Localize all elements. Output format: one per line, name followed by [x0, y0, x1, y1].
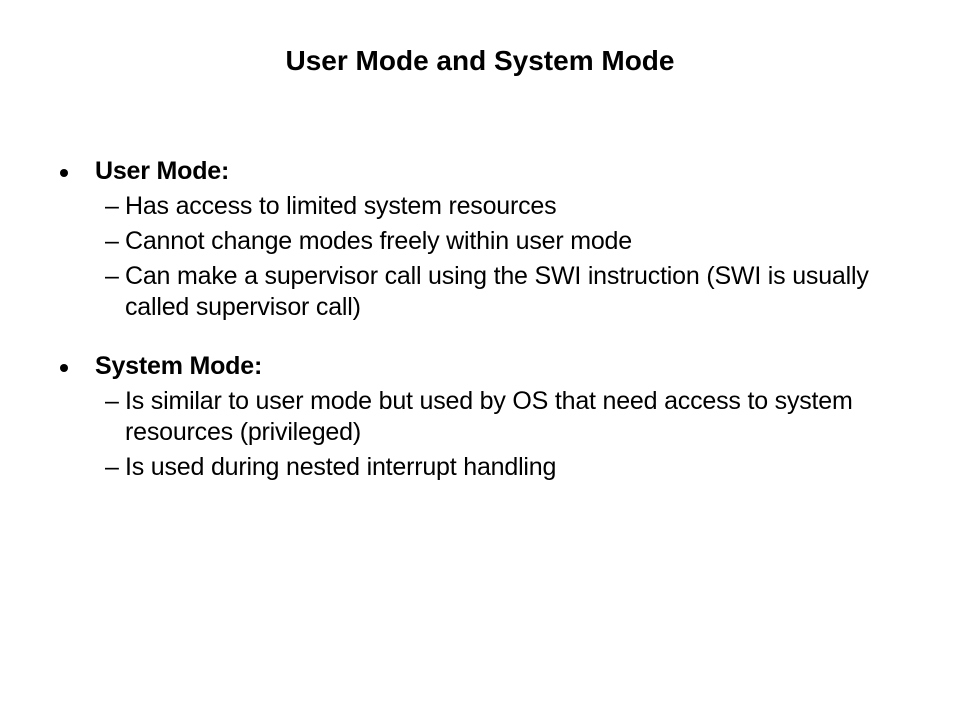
sub-bullet-text: Cannot change modes freely within user m…: [125, 227, 632, 255]
bullet-group-user-mode: User Mode: – Has access to limited syste…: [60, 156, 900, 323]
bullet-dot-icon: [60, 168, 68, 177]
bullet-dot-icon: [60, 363, 68, 372]
dash-icon: –: [105, 227, 119, 255]
sub-bullet-item: – Has access to limited system resources: [105, 191, 900, 222]
bullet-label: System Mode:: [95, 352, 263, 380]
slide-body: User Mode: – Has access to limited syste…: [60, 156, 900, 483]
bullet-item-user-mode: User Mode:: [60, 156, 900, 187]
sub-bullet-item: – Can make a supervisor call using the S…: [105, 261, 900, 323]
dash-icon: –: [105, 453, 119, 481]
dash-icon: –: [105, 262, 119, 290]
sub-bullet-text: Has access to limited system resources: [125, 192, 557, 220]
sub-bullet-item: – Cannot change modes freely within user…: [105, 226, 900, 257]
bullet-label: User Mode:: [95, 157, 230, 185]
sub-bullet-text: Can make a supervisor call using the SWI…: [125, 262, 869, 321]
sub-bullet-item: – Is used during nested interrupt handli…: [105, 452, 900, 483]
bullet-group-system-mode: System Mode: – Is similar to user mode b…: [60, 351, 900, 483]
sub-bullet-text: Is used during nested interrupt handling: [125, 453, 557, 481]
dash-icon: –: [105, 387, 119, 415]
sub-bullet-text: Is similar to user mode but used by OS t…: [125, 387, 853, 446]
bullet-item-system-mode: System Mode:: [60, 351, 900, 382]
slide-title: User Mode and System Mode: [285, 45, 675, 76]
dash-icon: –: [105, 192, 119, 220]
sub-bullet-item: – Is similar to user mode but used by OS…: [105, 386, 900, 448]
